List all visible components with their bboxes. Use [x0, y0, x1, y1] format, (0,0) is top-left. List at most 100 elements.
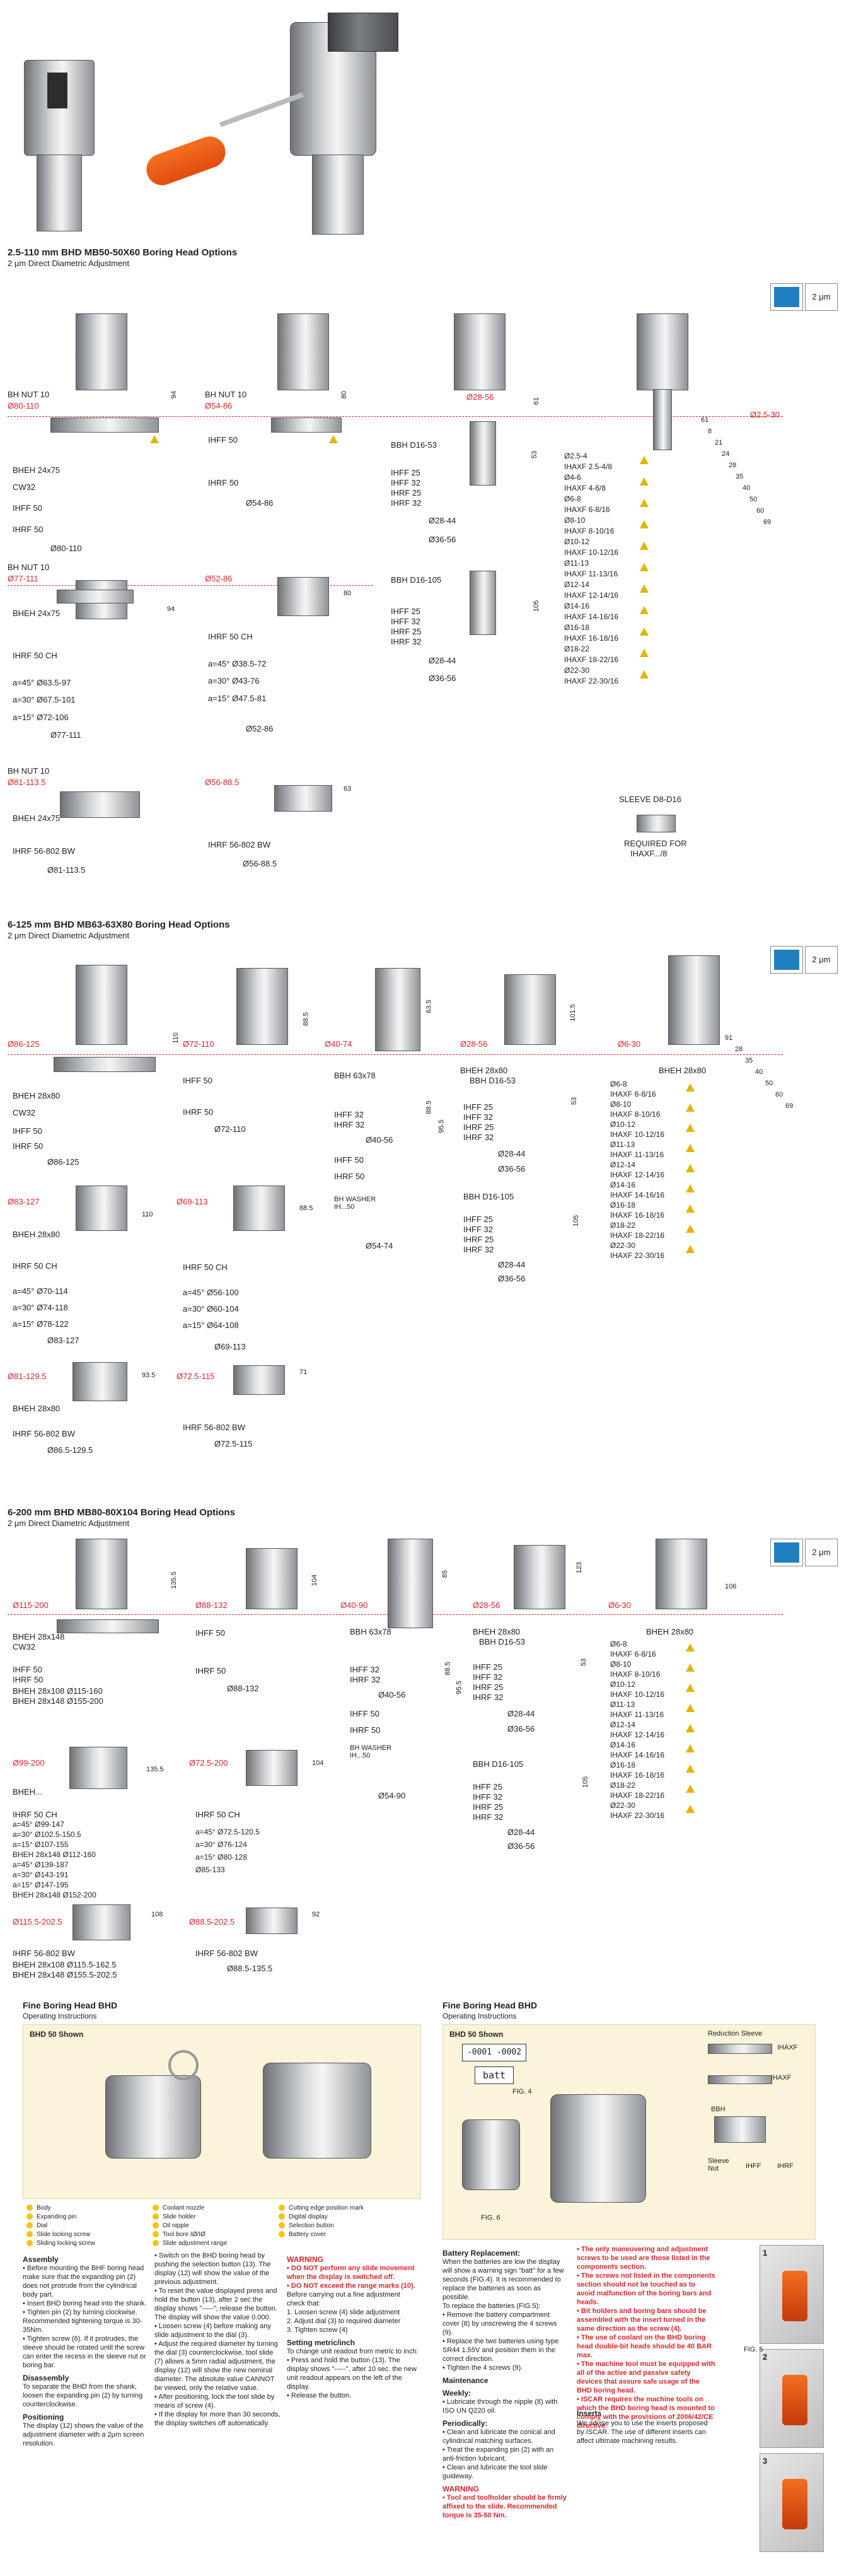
s2-g3-d2: Ø54-74	[366, 1241, 393, 1250]
dimension-label: 69	[785, 1102, 794, 1110]
step-photo: 1	[760, 2245, 824, 2344]
direct-adjust-icon-3	[770, 1539, 803, 1566]
s2-g3-d1: Ø40-56	[366, 1135, 393, 1145]
s1-g1-dim: 94	[170, 390, 178, 399]
s1-g5-r2: a=30° Ø67.5-101	[13, 695, 76, 704]
s1-g7-nut: BH NUT 10	[8, 766, 50, 776]
ops1-column-1: Assembly• Before mounting the BHF boring…	[23, 2251, 149, 2448]
section-2-title: 6-125 mm BHD MB63-63X80 Boring Head Opti…	[8, 919, 230, 930]
insert-diameter: Ø22-30	[610, 1241, 636, 1250]
dimension-label: 50	[749, 496, 758, 503]
range-row: BHEH 28x148 Ø152-200	[13, 1891, 96, 1899]
insert-diameter: Ø22-30	[610, 1801, 636, 1810]
instruction-heading: Setting metric/inch	[287, 2338, 356, 2347]
s3-g3-d2: Ø54-90	[378, 1791, 406, 1800]
ihaxf-image	[708, 2075, 772, 2084]
insert-code: IHAXF 16-18/16	[610, 1771, 665, 1780]
legend-label: Sliding locking screw	[37, 2240, 95, 2247]
insert-code: IHAXF 12-14/16	[610, 1730, 665, 1739]
dimension-label: 21	[715, 439, 723, 446]
legend-bullet-icon	[153, 2222, 159, 2229]
label-sleeve-nut: Sleeve Nut	[708, 2157, 729, 2172]
insert-code: IHAXF 10-12/16	[564, 548, 619, 557]
s2-g8-bheh: BHEH 28x80	[13, 1404, 61, 1413]
insert-code: IHAXF 4-6/8	[564, 484, 606, 492]
s3-g3-ihff32: IHFF 32	[350, 1665, 379, 1674]
instruction-heading: Assembly	[23, 2255, 59, 2264]
s3-g7-dim: 104	[312, 1759, 324, 1767]
s1-g7-bw: IHRF 56-802 BW	[13, 846, 75, 856]
s3-g1-bar	[57, 1619, 159, 1633]
insert-icon	[686, 1664, 695, 1672]
fig5-label: FIG. 5	[744, 2346, 763, 2353]
s3-g3-dim1: 85	[441, 1570, 449, 1578]
instruction-body: • Clean and lubricate the conical and cy…	[442, 2428, 555, 2480]
s2-g3-dim1: 63.5	[425, 1000, 433, 1013]
fig4-label: FIG. 4	[512, 2088, 532, 2095]
legend-label: Slide adjustment range	[163, 2240, 228, 2247]
lcd-readout: -0001 -0002	[462, 2044, 526, 2061]
s2-g6-range: Ø83-127	[8, 1197, 40, 1206]
legend-bullet-icon	[26, 2231, 33, 2238]
s3-g4-dim1: 123	[575, 1561, 584, 1574]
s2-g2-range: Ø72-110	[183, 1039, 214, 1049]
insert-code: IHAXF 18-22/16	[610, 1231, 665, 1240]
section-1-subtitle: 2 μm Direct Diametric Adjustment	[8, 259, 130, 268]
insert-diameter: Ø4-6	[564, 473, 581, 482]
s2-g1-dia: Ø86-125	[47, 1157, 79, 1167]
range-row: a=45° Ø139-187	[13, 1860, 69, 1869]
dimension-label: 91	[725, 1034, 733, 1042]
s2-g6-r4: Ø83-127	[47, 1336, 79, 1345]
screwdriver-icon	[782, 2375, 807, 2425]
insert-diameter: Ø16-18	[610, 1761, 636, 1769]
range-row: a=30° Ø76-124	[195, 1840, 247, 1849]
s3-g7-ch: IHRF 50 CH	[195, 1810, 240, 1819]
s1-g8-dia: Ø56-88.5	[243, 859, 277, 868]
instruction-body: To separate the BHD from the shank, loos…	[23, 2383, 145, 2408]
insert-diameter: Ø10-12	[610, 1120, 636, 1129]
s2-g1-cw: CW32	[13, 1108, 36, 1117]
s2-g3-dim3: 95.5	[437, 1119, 446, 1133]
insert-icon	[686, 1684, 695, 1692]
s1-g3-ihrf25: IHRF 25	[391, 488, 422, 498]
s1-g1-cw: CW32	[13, 482, 36, 492]
ops1-head-left	[105, 2075, 201, 2159]
legend-bullet-icon	[279, 2231, 285, 2238]
s3-g3-ihrf50: IHRF 50	[350, 1725, 381, 1735]
insert-icon	[686, 1083, 695, 1092]
s1-g2-head	[277, 313, 329, 390]
insert-icon	[686, 1724, 695, 1732]
ops2-warning-list: • The only maneuvering and adjustment sc…	[577, 2246, 715, 2430]
s1-g3-d3: Ø28-44	[429, 656, 456, 665]
screwdriver-icon	[782, 2479, 807, 2529]
s1-g5-line	[8, 585, 373, 586]
instruction-body: When the batteries are low the display w…	[442, 2258, 564, 2372]
s2-g5-head	[668, 955, 720, 1045]
reduction-sleeve-image	[708, 2044, 772, 2054]
insert-diameter: Ø11-13	[610, 1140, 635, 1149]
screwdriver-image	[142, 132, 230, 190]
s1-g3-dim3: 105	[533, 600, 541, 612]
ops2-subtitle: Operating Instructions	[442, 2012, 517, 2020]
s3-g2-range: Ø88-132	[195, 1600, 228, 1610]
s1-g1-head	[76, 313, 127, 390]
s1-g2-insert	[329, 435, 338, 443]
step-number: 1	[763, 2248, 768, 2258]
legend-item: Slide locking screw	[26, 2231, 90, 2238]
s2-g4-d2: Ø36-56	[498, 1164, 526, 1174]
insert-icon	[686, 1704, 695, 1712]
s3-g7-head	[246, 1750, 298, 1786]
s1-g2-nut: BH NUT 10	[205, 390, 247, 399]
s1-g3-d1: Ø28-44	[429, 516, 456, 525]
insert-diameter: Ø22-30	[564, 666, 590, 675]
legend-item: Selection button	[279, 2222, 334, 2229]
insert-diameter: Ø11-13	[610, 1700, 635, 1709]
s3-g9-range: Ø88.5-202.5	[189, 1917, 235, 1926]
s3-g3-range: Ø40-90	[340, 1600, 368, 1610]
s2-g4-head	[504, 974, 556, 1045]
dimension-label: 106	[725, 1583, 737, 1590]
s2-g7-head	[233, 1186, 285, 1231]
s2-centerline	[8, 1054, 783, 1055]
s2-g7-r4: Ø69-113	[214, 1342, 246, 1351]
ops1-column-2: • Switch on the BHD boring head by pushi…	[154, 2252, 280, 2427]
